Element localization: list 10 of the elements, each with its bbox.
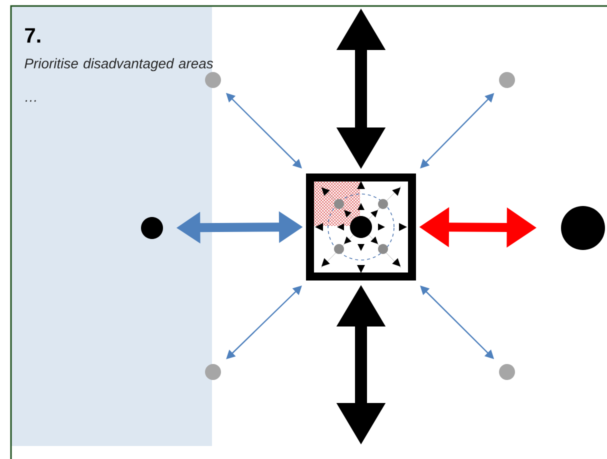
dot (205, 364, 221, 380)
dot (499, 364, 515, 380)
dot (499, 72, 515, 88)
dot (561, 206, 605, 250)
dot (205, 72, 221, 88)
heading: 7. (25, 28, 40, 43)
label-text: Prioritise disadvantaged areas (24, 58, 214, 72)
dot (141, 216, 163, 239)
label-text: … (25, 100, 36, 102)
square-frame (306, 173, 416, 280)
